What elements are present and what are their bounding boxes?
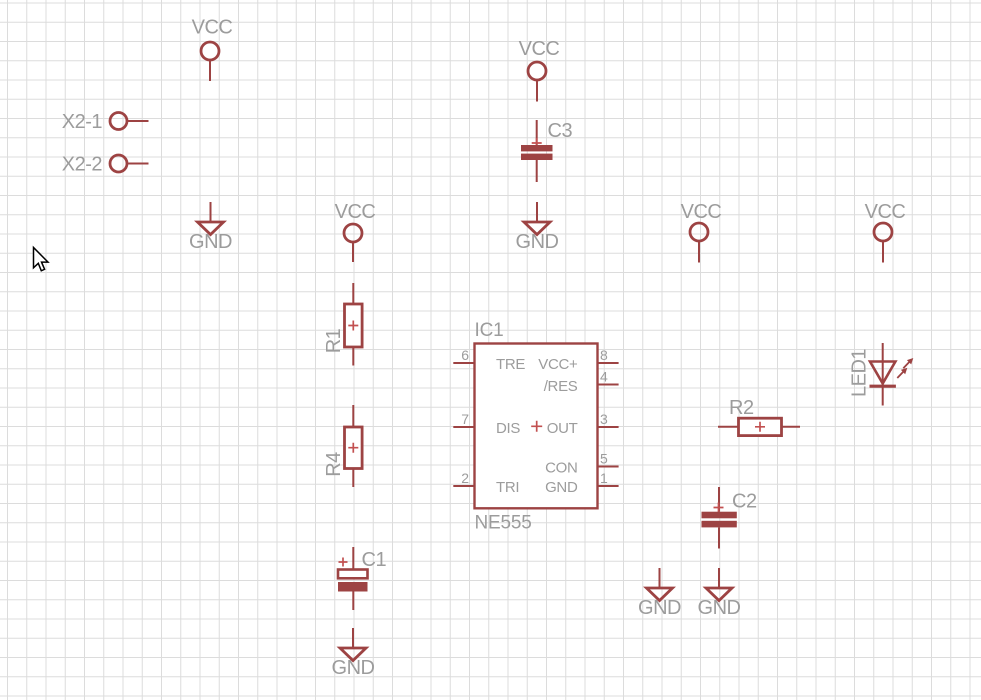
mouse-cursor-icon: [32, 245, 50, 272]
gnd-flag-3[interactable]: GND: [332, 628, 375, 679]
vcc-flag-4[interactable]: VCC: [681, 201, 722, 263]
vcc-flag-2[interactable]: VCC: [519, 38, 560, 102]
gnd-flag-5[interactable]: GND: [698, 568, 741, 619]
gnd-flag-1[interactable]: GND: [189, 202, 233, 253]
pin-name: TRE: [496, 356, 525, 373]
origin-cross-icon: [755, 421, 765, 432]
vcc-label: VCC: [335, 201, 376, 223]
negative-plate: [338, 582, 368, 592]
diode-triangle-icon: [867, 360, 898, 387]
gnd-triangle-icon: [194, 220, 227, 237]
pin-circle-icon: [108, 153, 129, 174]
ic1-ne555[interactable]: IC1 NE555 6 TRE 7 DIS 2 TRI 8 VCC+ 4 /RE…: [453, 320, 619, 534]
connector-pin-x2-2[interactable]: X2-2: [62, 154, 149, 176]
positive-plate: [336, 568, 369, 580]
component-ref: C3: [548, 120, 573, 142]
vcc-circle-icon: [199, 40, 221, 62]
resistor-r1[interactable]: R1: [323, 283, 364, 366]
pin-name: GND: [545, 479, 578, 496]
gnd-label: GND: [698, 597, 741, 619]
plate: [701, 520, 737, 528]
polarity-plus-icon: [338, 557, 348, 567]
gnd-label: GND: [332, 657, 375, 679]
origin-cross-icon: [713, 502, 724, 513]
origin-cross-icon: [348, 320, 359, 331]
pin-label: X2-2: [62, 154, 103, 176]
pin-number: 2: [461, 470, 469, 486]
plate: [701, 511, 737, 519]
component-value: NE555: [475, 513, 532, 534]
pin-name: VCC+: [538, 356, 578, 373]
pin-number: 7: [461, 411, 469, 427]
led1[interactable]: LED1: [849, 343, 914, 406]
origin-cross-icon: [531, 420, 543, 432]
gnd-flag-2[interactable]: GND: [516, 202, 559, 253]
gnd-triangle-icon: [336, 646, 370, 663]
plate: [521, 153, 553, 160]
component-ref: LED1: [849, 349, 871, 397]
vcc-label: VCC: [865, 201, 906, 223]
pin-name: CON: [545, 460, 577, 477]
pin-number: 5: [600, 451, 608, 467]
resistor-r4[interactable]: R4: [323, 405, 364, 487]
capacitor-c3[interactable]: C3: [521, 120, 573, 182]
pin-circle-icon: [108, 111, 129, 131]
capacitor-c1[interactable]: C1: [336, 547, 387, 610]
pin-number: 8: [600, 347, 608, 363]
light-emission-arrows-icon: [896, 358, 914, 379]
pin-name: OUT: [547, 420, 578, 437]
vcc-flag-3[interactable]: VCC: [335, 201, 376, 262]
pin-number: 6: [461, 347, 469, 363]
component-ref: R4: [323, 452, 345, 477]
gnd-triangle-icon: [520, 220, 554, 237]
component-ref: C2: [732, 491, 757, 513]
vcc-label: VCC: [681, 201, 722, 223]
vcc-label: VCC: [519, 38, 560, 60]
gnd-triangle-icon: [702, 586, 736, 603]
component-ref: IC1: [475, 320, 504, 341]
gnd-triangle-icon: [643, 586, 676, 603]
origin-cross-icon: [348, 442, 359, 453]
pin-label: X2-1: [62, 111, 103, 133]
vcc-circle-icon: [872, 221, 894, 243]
pin-number: 3: [600, 411, 608, 427]
vcc-circle-icon: [342, 222, 364, 244]
capacitor-c2[interactable]: C2: [701, 487, 757, 549]
gnd-label: GND: [189, 231, 232, 253]
vcc-circle-icon: [526, 60, 548, 82]
connector-pin-x2-1[interactable]: X2-1: [62, 111, 149, 133]
gnd-label: GND: [638, 597, 681, 619]
plate: [521, 145, 553, 152]
pin-name: /RES: [544, 378, 578, 395]
pin-number: 4: [600, 369, 608, 385]
vcc-label: VCC: [192, 17, 233, 39]
resistor-r2[interactable]: R2: [718, 397, 800, 438]
pin-number: 1: [600, 470, 608, 486]
pin-name: DIS: [496, 420, 520, 437]
gnd-label: GND: [516, 231, 559, 253]
gnd-flag-4[interactable]: GND: [638, 568, 682, 619]
component-ref: R1: [323, 328, 345, 353]
component-ref: R2: [729, 397, 754, 419]
component-ref: C1: [362, 549, 387, 571]
vcc-flag-5[interactable]: VCC: [865, 201, 906, 263]
vcc-flag-1[interactable]: VCC: [192, 17, 233, 82]
pin-name: TRI: [496, 479, 519, 496]
vcc-circle-icon: [688, 221, 710, 243]
